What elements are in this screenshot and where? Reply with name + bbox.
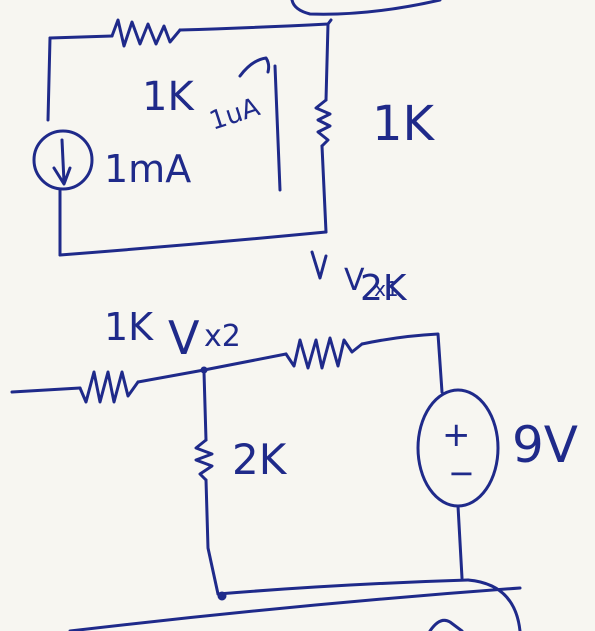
label-vx1-value: 2K	[360, 268, 408, 309]
label-voltage-source: 9V	[512, 416, 578, 474]
label-top-resistor: 1K	[142, 74, 195, 120]
wire-right-bottom	[320, 144, 328, 234]
wire-top-circuit-bottom	[58, 230, 328, 257]
wire-left-top	[46, 36, 52, 122]
wire-bottom-right-edge	[466, 578, 522, 631]
resistor-horizontal-zigzag	[284, 336, 364, 370]
label-vx2-subscript: x2	[204, 319, 241, 354]
label-voltage-minus: −	[448, 454, 475, 492]
current-direction-bracket	[273, 64, 282, 192]
label-left-resistor: 1K	[104, 305, 154, 349]
label-current-source-alt: 1uA	[206, 92, 264, 136]
wire-bottom-left	[10, 386, 82, 394]
wire-node-right	[202, 352, 288, 372]
label-vx1-subscript: x1	[374, 277, 399, 301]
wire-bottom-long	[68, 586, 522, 631]
wire-to-node	[136, 368, 206, 384]
wire-vertical-bottom	[204, 478, 220, 596]
wire-bottom	[216, 578, 470, 596]
resistor-right-zigzag	[314, 98, 332, 148]
wire-right-top	[324, 22, 330, 102]
label-voltage-plus: +	[442, 415, 471, 455]
arrow-down-icon	[52, 138, 72, 186]
current-source-circle	[32, 129, 94, 191]
resistor-left-zigzag	[78, 370, 140, 404]
wire-right-down	[456, 504, 464, 580]
arrow-up-icon	[238, 56, 271, 78]
resistor-top-zigzag	[110, 18, 182, 48]
partial-element-top	[290, 0, 442, 16]
label-middle-resistor: 2K	[232, 435, 288, 484]
wire-top-right	[178, 18, 333, 32]
node-bottom	[217, 591, 227, 601]
wire-bottom-top-right	[360, 332, 444, 394]
vx1-tick	[310, 250, 328, 280]
label-right-resistor: 1K	[372, 96, 436, 152]
label-vx1: V x1	[344, 263, 399, 301]
wire-top-left	[48, 34, 114, 40]
label-vx2: V	[168, 311, 200, 365]
resistor-vertical-zigzag	[194, 438, 214, 482]
partial-v-bottom	[428, 618, 464, 631]
label-current-source: 1mA	[104, 147, 191, 191]
wire-node-down	[202, 370, 208, 442]
